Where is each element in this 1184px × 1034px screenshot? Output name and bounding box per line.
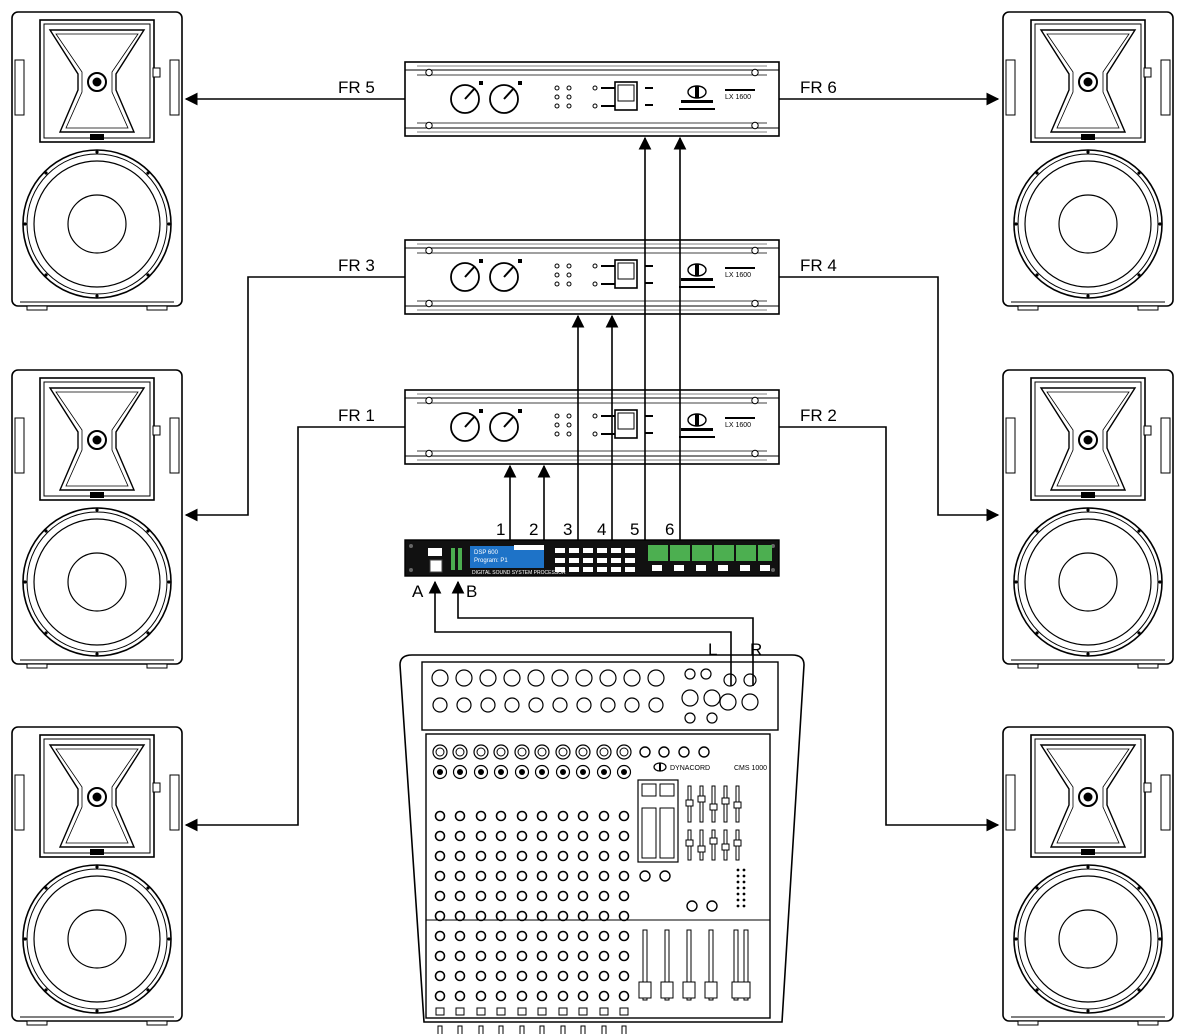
output-label-fr6: FR 6	[800, 78, 837, 97]
loudspeaker-fr4	[1002, 369, 1174, 669]
amplifier-model-label: LX 1600	[725, 422, 751, 429]
loudspeaker-fr6	[1002, 11, 1174, 311]
dsp-input-label-b: B	[466, 582, 477, 601]
mixer-output-label-l: L	[708, 640, 717, 659]
mixer-brand-label: DYNACORD	[670, 765, 710, 772]
output-label-fr4: FR 4	[800, 256, 837, 275]
amplifier-middle: LX 1600	[404, 239, 780, 315]
dsp-power-button[interactable]	[429, 559, 443, 573]
amplifier-bottom: LX 1600	[404, 389, 780, 465]
dsp-input-label-a: A	[412, 582, 424, 601]
signal-cables	[184, 92, 1000, 832]
dsp-display-line: Program: P1	[474, 558, 508, 564]
amplifier-model-label: LX 1600	[725, 94, 751, 101]
mixer-model-label: CMS 1000	[734, 765, 767, 772]
dsp-output-label-1: 1	[496, 520, 505, 539]
output-label-fr3: FR 3	[338, 256, 375, 275]
dsp-output-label-5: 5	[630, 520, 639, 539]
output-label-fr2: FR 2	[800, 406, 837, 425]
mixing-console: DYNACORD CMS 1000	[399, 654, 805, 1034]
amplifier-model-label: LX 1600	[725, 272, 751, 279]
mixer-output-label-r: R	[750, 640, 762, 659]
amplifier-top: LX 1600	[404, 61, 780, 137]
dsp-title-label: DIGITAL SOUND SYSTEM PROCESSOR	[472, 570, 566, 576]
loudspeaker-fr2	[1002, 726, 1174, 1026]
dsp-output-label-4: 4	[597, 520, 606, 539]
loudspeaker-fr3	[11, 369, 183, 669]
dsp-output-label-3: 3	[563, 520, 572, 539]
dsp-model-label: DSP 600	[474, 550, 499, 556]
output-label-fr5: FR 5	[338, 78, 375, 97]
output-label-fr1: FR 1	[338, 406, 375, 425]
dsp-processor: DSP 600 Program: P1 DIGITAL SOUND SYSTEM…	[404, 539, 780, 577]
loudspeaker-fr5	[11, 11, 183, 311]
dsp-output-label-2: 2	[529, 520, 538, 539]
loudspeaker-fr1	[11, 726, 183, 1026]
dsp-display	[470, 546, 544, 568]
dsp-output-label-6: 6	[665, 520, 674, 539]
dsp-logo-icon	[428, 548, 442, 556]
